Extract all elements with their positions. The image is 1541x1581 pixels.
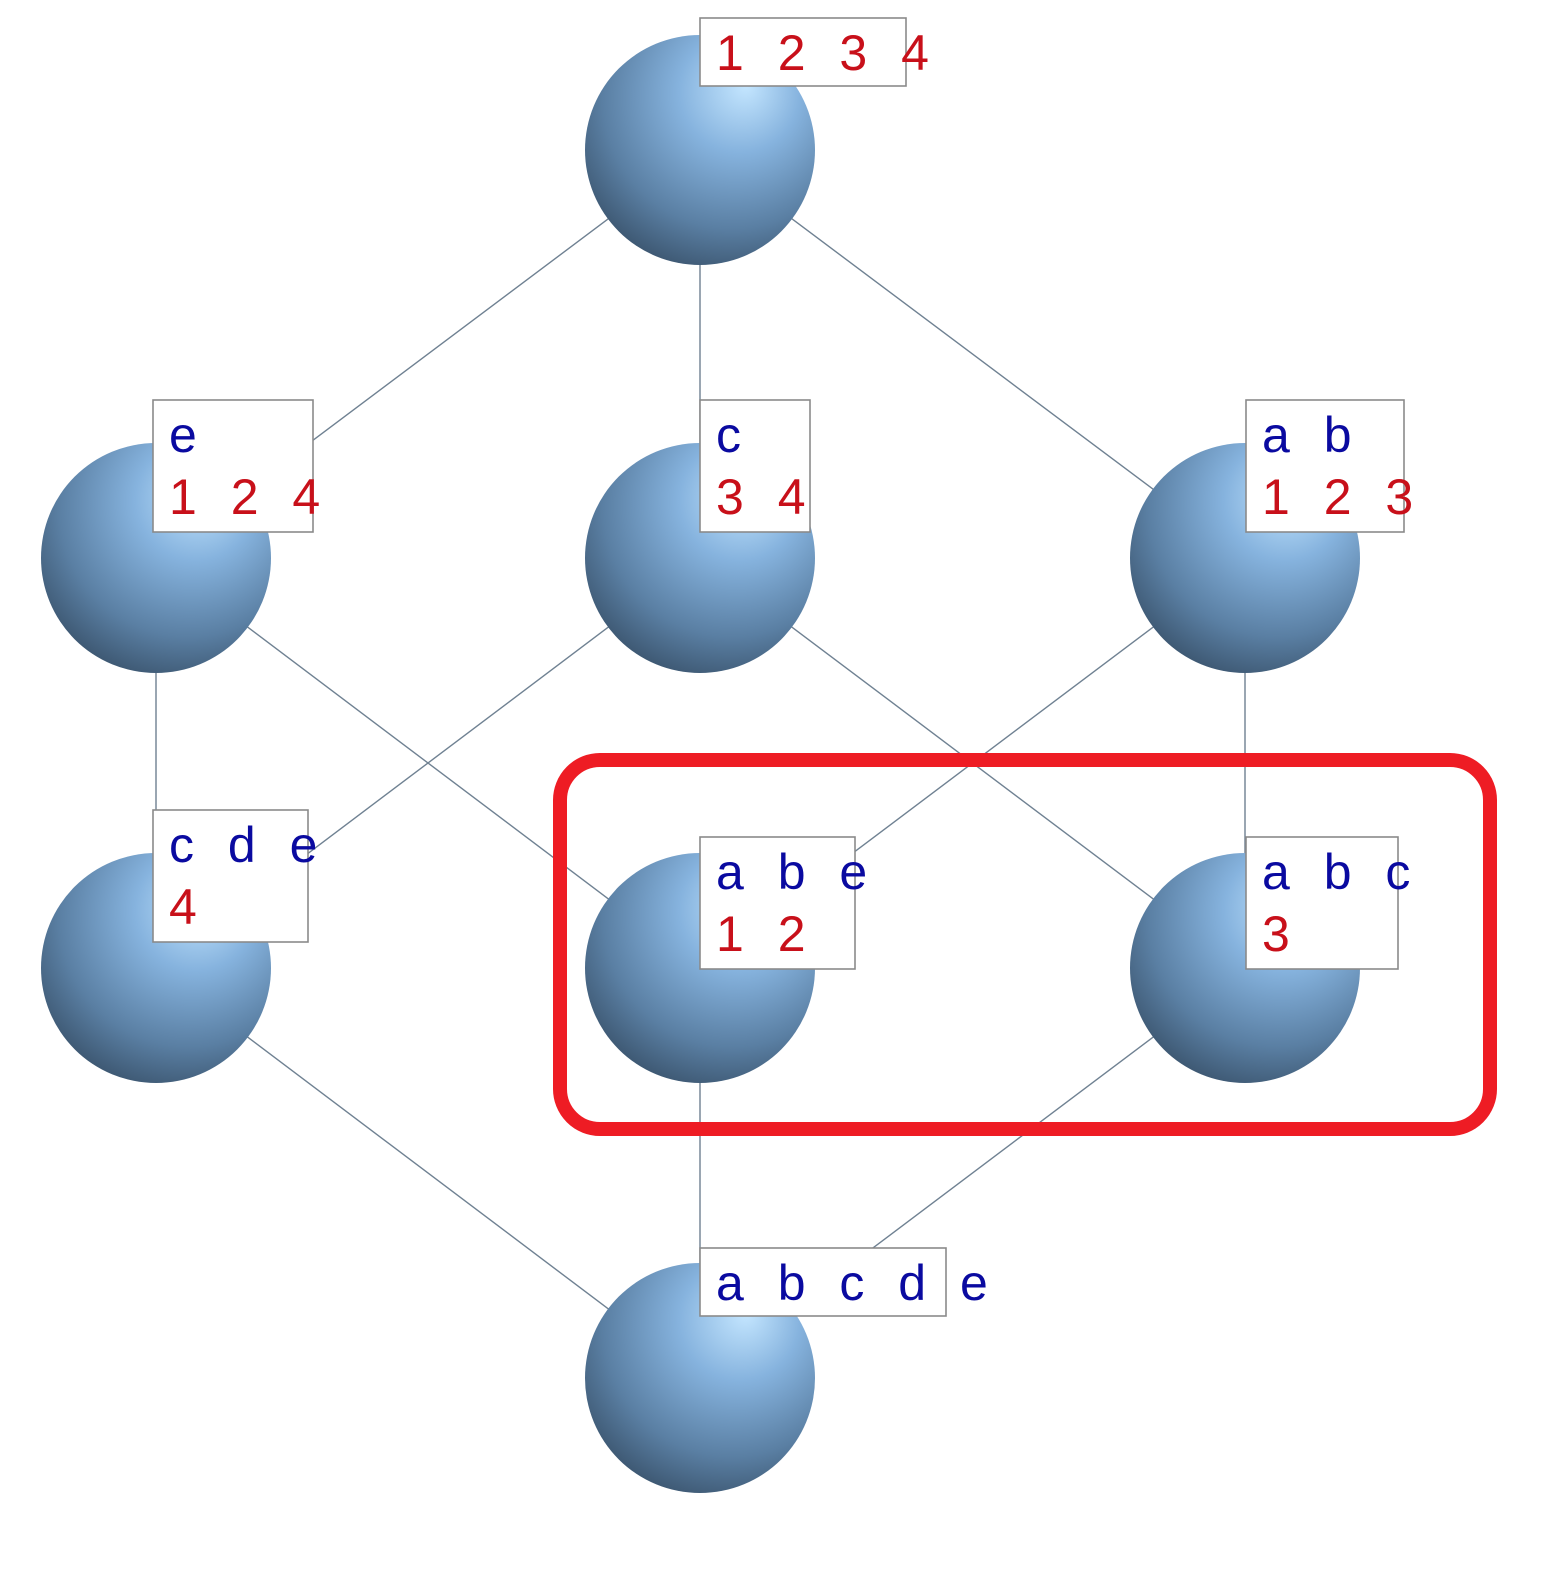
node-label-box	[152, 399, 314, 533]
node-attributes-label: a b e	[716, 844, 877, 900]
node-attributes-label: e	[169, 407, 207, 463]
node-objects-label: 1 2	[716, 906, 816, 962]
node-objects-label: 3 4	[716, 469, 816, 525]
node-label-box	[1245, 399, 1405, 533]
node-attributes-label: a b c	[1262, 844, 1420, 900]
concept-node-abcde[interactable]: a b c d e	[585, 1247, 998, 1493]
node-attributes-label: a b c d e	[716, 1255, 998, 1311]
concept-node-e[interactable]: e 1 2 4	[41, 399, 330, 673]
node-objects-label: 1 2 4	[169, 469, 330, 525]
concept-node-top[interactable]: 1 2 3 4	[585, 17, 939, 265]
node-objects-label: 3	[1262, 906, 1300, 962]
concept-node-ab[interactable]: a b 1 2 3	[1130, 399, 1423, 673]
node-objects-label: 1 2 3	[1262, 469, 1423, 525]
node-label-box	[699, 399, 811, 533]
concept-node-cde[interactable]: c d e 4	[41, 809, 327, 1083]
sphere-icon	[585, 1263, 815, 1493]
highlight-frame	[553, 753, 1497, 1136]
node-attributes-label: c d e	[169, 817, 327, 873]
concept-node-abe[interactable]: a b e 1 2	[585, 836, 877, 1083]
node-label-box	[699, 836, 856, 970]
sphere-icon	[585, 35, 815, 265]
concept-node-c[interactable]: c 3 4	[585, 399, 816, 673]
node-label-box	[1245, 836, 1399, 970]
node-objects-label: 1 2 3 4	[716, 25, 939, 81]
node-label-box	[152, 809, 309, 943]
concept-node-abc[interactable]: a b c 3	[1130, 836, 1420, 1083]
lattice-nodes: 1 2 3 4e1 2 4c3 4a b1 2 3c d e4a b e1 2a…	[41, 17, 1423, 1493]
node-label-box	[699, 1247, 947, 1317]
node-attributes-label: a b	[1262, 407, 1362, 463]
node-objects-label: 4	[169, 879, 207, 935]
node-label-box	[699, 17, 907, 87]
node-attributes-label: c	[716, 407, 751, 463]
